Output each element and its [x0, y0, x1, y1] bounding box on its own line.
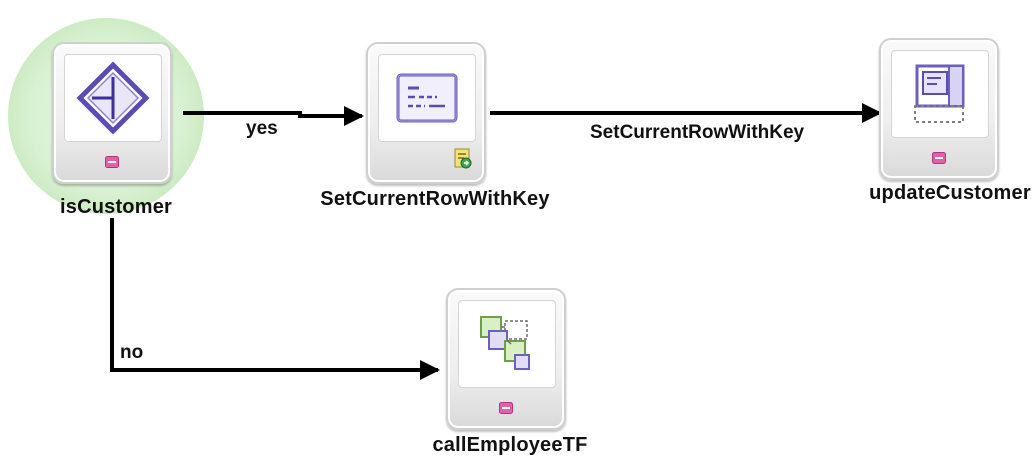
edge-no[interactable] — [110, 218, 440, 380]
edge-label-setcurrentrowwithkey: SetCurrentRowWithKey — [590, 122, 805, 143]
view-badge-icon — [932, 152, 946, 164]
task-flow-call-icon — [458, 300, 556, 388]
method-badge-icon — [454, 148, 472, 169]
view-badge-icon — [105, 156, 119, 168]
edge-label-no: no — [120, 342, 144, 363]
node-callemployeetf[interactable] — [446, 288, 566, 430]
node-label-updatecustomer: updateCustomer — [869, 182, 1031, 204]
router-diamond-icon — [64, 54, 162, 142]
node-label-callemployeetf: callEmployeeTF — [432, 434, 588, 456]
view-page-icon — [891, 50, 989, 138]
node-label-iscustomer: isCustomer — [59, 196, 173, 218]
node-label-setcurrentrowwithkey: SetCurrentRowWithKey — [320, 188, 550, 210]
edge-label-yes: yes — [246, 118, 278, 139]
node-iscustomer[interactable] — [52, 42, 172, 184]
node-updatecustomer[interactable] — [879, 38, 999, 180]
view-badge-icon — [499, 402, 513, 414]
node-setcurrentrowwithkey[interactable] — [366, 42, 486, 184]
edge-yes[interactable] — [183, 106, 364, 126]
method-call-icon — [378, 54, 476, 142]
